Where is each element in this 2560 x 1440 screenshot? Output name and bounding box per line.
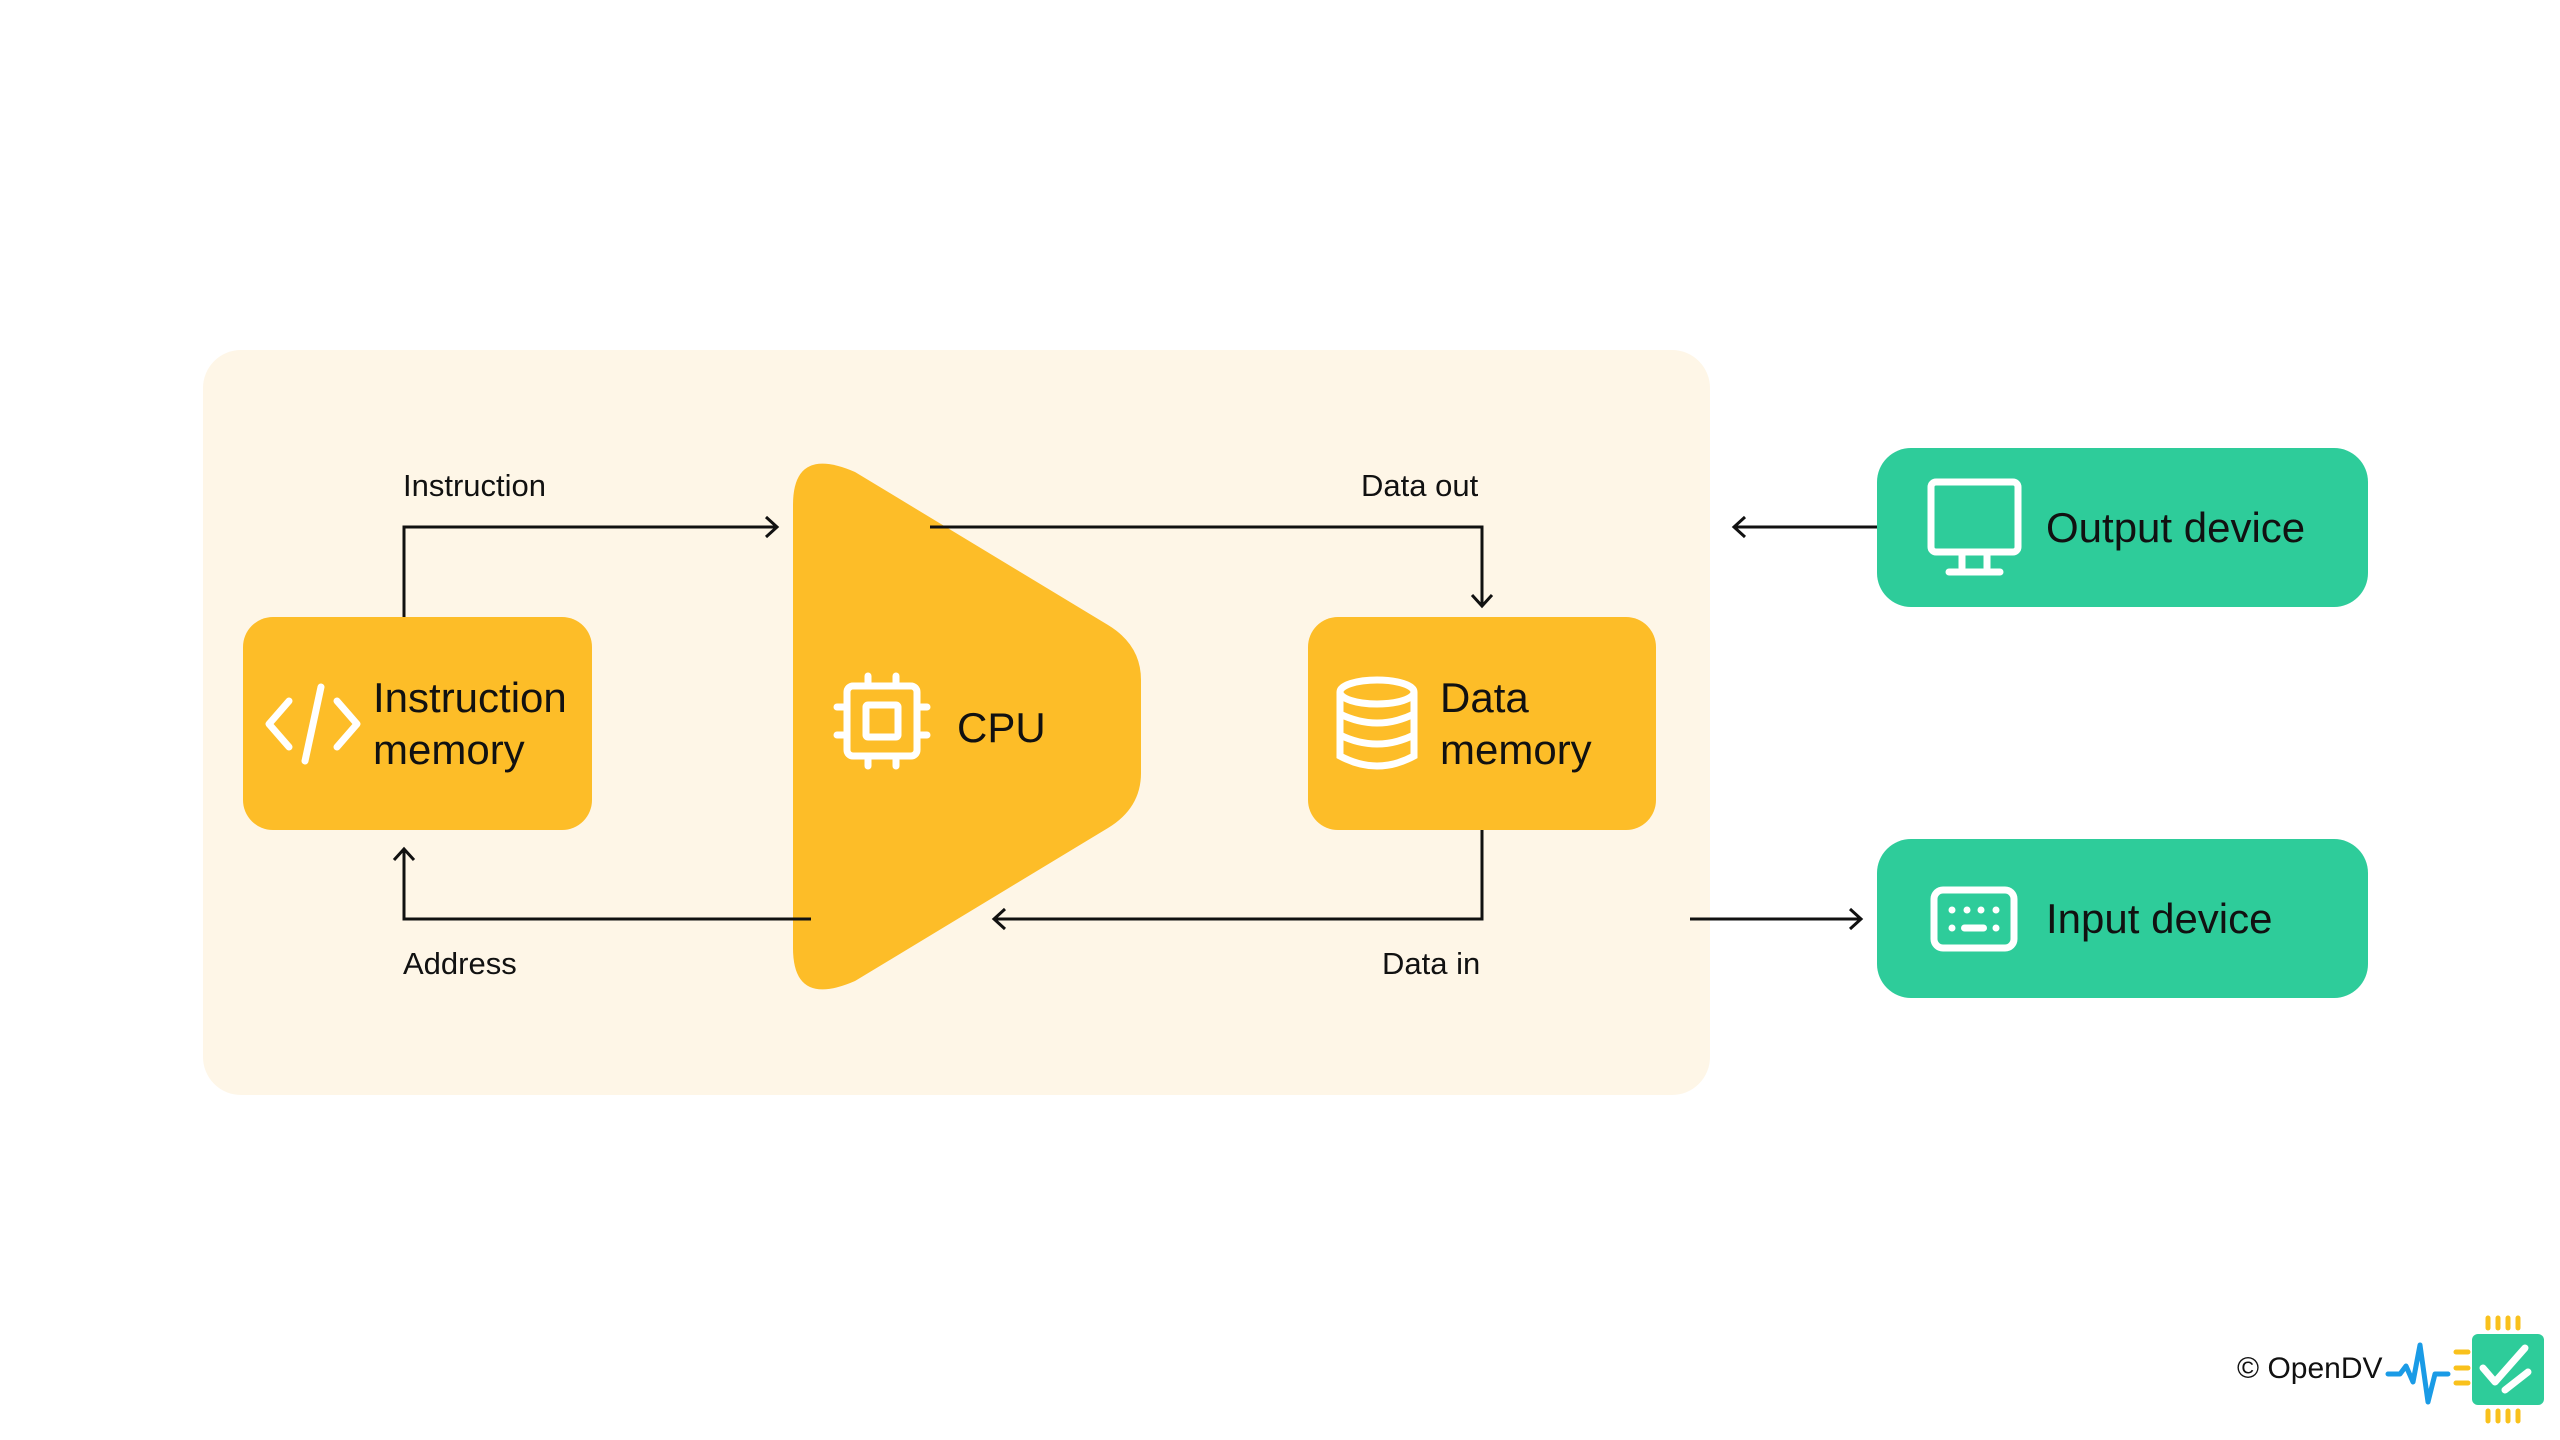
instruction-memory-block[interactable]: Instruction memory: [243, 617, 592, 830]
label-instruction: Instruction: [403, 468, 547, 503]
instruction-memory-label-line1: Instruction: [373, 674, 567, 722]
opendv-logo: [2385, 1315, 2544, 1424]
database-icon: [1336, 676, 1418, 769]
monitor-icon: [1927, 478, 2022, 575]
arrow-input-device: [1690, 907, 1864, 931]
code-icon: [265, 683, 361, 764]
check-icon: [2479, 1344, 2532, 1394]
instruction-memory-label: Instruction memory: [373, 672, 567, 774]
input-device-block[interactable]: Input device: [1877, 839, 2368, 998]
arrow-data-out: [930, 525, 1494, 609]
output-device-block[interactable]: Output device: [1877, 448, 2368, 607]
arrow-output-device: [1731, 515, 1905, 539]
cpu-block[interactable]: [793, 463, 1141, 990]
data-memory-label: Data memory: [1440, 672, 1592, 774]
label-data-out: Data out: [1361, 468, 1479, 503]
arrow-data-in: [991, 825, 1484, 931]
data-memory-block[interactable]: Data memory: [1308, 617, 1656, 830]
keyboard-icon: [1930, 886, 2018, 951]
data-memory-label-line2: memory: [1440, 725, 1592, 773]
label-address: Address: [403, 946, 517, 981]
cpu-label: CPU: [957, 704, 1046, 751]
chip-icon: [833, 672, 931, 770]
arrow-instruction: [402, 515, 780, 622]
data-memory-label-line1: Data: [1440, 674, 1529, 722]
instruction-memory-label-line2: memory: [373, 725, 525, 773]
input-device-label: Input device: [2046, 894, 2273, 942]
label-data-in: Data in: [1382, 946, 1481, 981]
arrow-address: [392, 846, 811, 921]
copyright-text: © OpenDV: [2237, 1352, 2383, 1385]
waveform-icon: [2385, 1342, 2451, 1405]
output-device-label: Output device: [2046, 503, 2306, 551]
